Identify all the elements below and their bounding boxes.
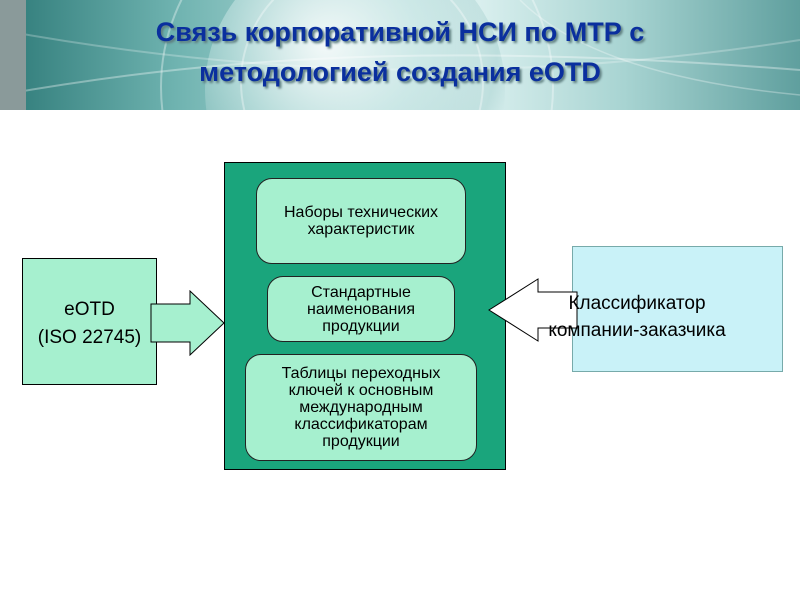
- node-text: Стандартные: [311, 283, 411, 301]
- title-line: Связь корпоративной НСИ по МТР с: [155, 17, 645, 47]
- header-banner: [0, 0, 800, 110]
- banner-stripe: [0, 0, 26, 110]
- node-text: международным: [299, 399, 423, 416]
- node-text: Наборы технических: [284, 204, 438, 221]
- left-arrow-icon: [488, 278, 578, 342]
- eotd-box: eOTD (ISO 22745): [22, 258, 157, 385]
- title-line: методологией создания eOTD: [199, 57, 601, 87]
- node-text: наименования: [307, 300, 415, 318]
- node-text: характеристик: [307, 221, 415, 238]
- classifier-label: Классификатор компании-заказчика: [532, 290, 742, 344]
- transition-keys-node: Таблицы переходных ключей к основным меж…: [245, 354, 477, 461]
- standard-names-node: Стандартные наименования продукции: [267, 276, 455, 342]
- page-title: Связь корпоративной НСИ по МТР с методол…: [60, 12, 740, 92]
- technical-characteristics-node: Наборы технических характеристик: [256, 178, 466, 264]
- eotd-label-line: eOTD: [64, 299, 115, 320]
- node-text: Таблицы переходных: [281, 365, 441, 382]
- right-arrow-icon: [150, 290, 225, 356]
- node-text: классификаторам: [294, 416, 428, 433]
- corporate-nsi-box: Наборы технических характеристик Стандар…: [224, 162, 506, 470]
- eotd-label: eOTD (ISO 22745): [23, 296, 156, 352]
- classifier-label-line: компании-заказчика: [548, 320, 726, 341]
- node-text: продукции: [322, 317, 400, 335]
- eotd-label-line: (ISO 22745): [37, 327, 142, 348]
- node-text: ключей к основным: [288, 382, 434, 399]
- node-text: продукции: [322, 433, 400, 450]
- banner-decoration: [0, 0, 800, 96]
- classifier-label-line: Классификатор: [568, 293, 706, 314]
